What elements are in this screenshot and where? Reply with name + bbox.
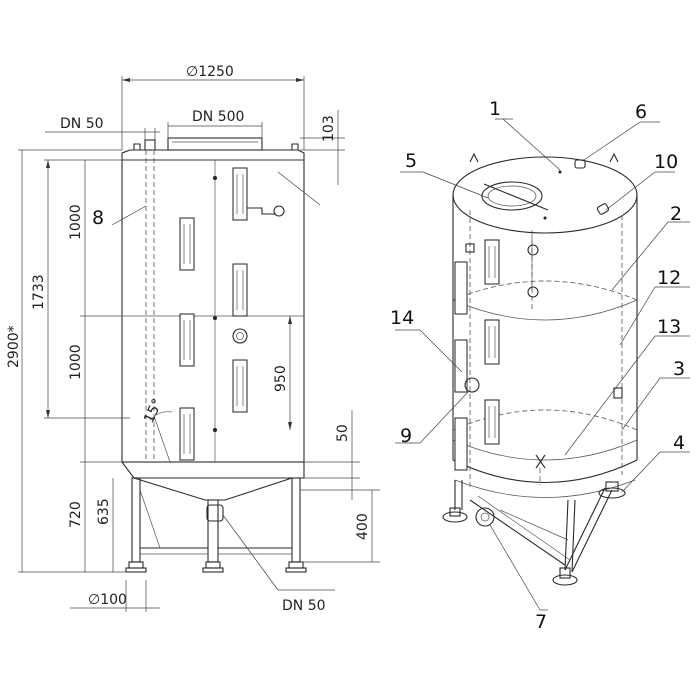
dim-total-2900: 2900*: [6, 325, 22, 368]
iso-support-legs: [454, 480, 613, 573]
iso-shell-seam: [452, 299, 638, 321]
dim-1000-lower: 1000: [68, 344, 84, 380]
iso-outlet-valve: [475, 507, 495, 527]
dim-diameter-1250: ∅1250: [186, 64, 234, 80]
callout-12: 12: [657, 267, 681, 289]
conical-bottom: [133, 477, 293, 501]
iso-feet: [442, 481, 626, 586]
iso-top-fitting: [574, 159, 586, 169]
dim-dn50-bottom: DN 50: [282, 598, 326, 614]
support-legs: [131, 477, 301, 563]
dim-diameter-100: ∅100: [88, 592, 127, 608]
side-pipe: [247, 207, 276, 215]
callout-2: 2: [670, 203, 682, 225]
callout-13: 13: [657, 316, 681, 338]
iso-cooling-panels: [454, 239, 500, 471]
cooling-jacket-panels: [179, 167, 248, 461]
top-pipe-dn50: [144, 139, 156, 151]
manway-dn500: [167, 137, 263, 151]
dim-635: 635: [96, 498, 112, 525]
dim-50: 50: [335, 424, 351, 442]
dim-720: 720: [68, 501, 84, 528]
callout-leaders: [395, 118, 690, 611]
dim-1000-upper: 1000: [68, 204, 84, 240]
dim-950: 950: [273, 365, 289, 392]
callout-3: 3: [673, 358, 685, 380]
dim-1733: 1733: [31, 274, 47, 310]
callout-4: 4: [673, 432, 685, 454]
thermometer-port: [232, 328, 248, 344]
dim-angle-15: 15°: [141, 396, 166, 425]
tank-top-head: [121, 149, 305, 160]
callout-1: 1: [489, 98, 501, 120]
callout-8: 8: [92, 207, 104, 229]
callout-5: 5: [405, 150, 417, 172]
adjustable-feet: [125, 561, 307, 573]
lifting-lug-right: [291, 143, 299, 150]
dim-103: 103: [321, 115, 337, 142]
lifting-lug-left: [133, 143, 141, 150]
callout-14: 14: [390, 307, 414, 329]
iso-internal-valve: [535, 454, 546, 485]
callout-6: 6: [635, 101, 647, 123]
tank-bottom-ring: [121, 461, 305, 479]
iso-manway: [481, 181, 543, 211]
iso-bottom-ring: [452, 459, 638, 483]
front-elevation: [121, 137, 307, 573]
callout-10: 10: [654, 151, 678, 173]
bottom-outlet-valve: [206, 504, 224, 522]
callout-7: 7: [535, 611, 547, 633]
cone-angle-arc: [149, 411, 173, 421]
dim-400: 400: [355, 513, 371, 540]
dim-dn50-top: DN 50: [60, 116, 104, 132]
callout-9: 9: [400, 425, 412, 447]
dim-dn500: DN 500: [192, 109, 244, 125]
iso-thermometer-port: [464, 377, 480, 393]
isometric-view: [442, 152, 638, 586]
dimension-lines: [18, 76, 380, 612]
